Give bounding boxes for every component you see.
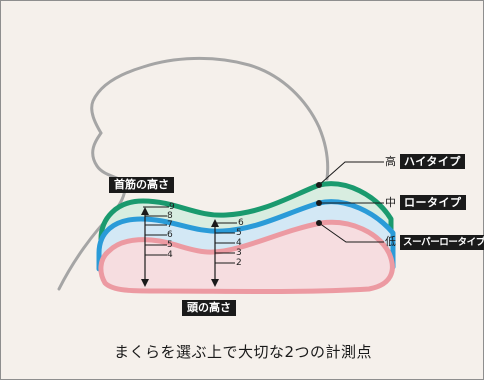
head-scale-6: 6 bbox=[238, 218, 244, 228]
callout-dot-mid bbox=[316, 200, 322, 206]
level-high-type: ハイタイプ bbox=[400, 154, 465, 169]
level-mid-type: ロータイプ bbox=[400, 195, 466, 210]
head-scale-3: 3 bbox=[236, 248, 242, 258]
neck-scale-7: 7 bbox=[167, 220, 173, 230]
neck-scale-9: 9 bbox=[169, 202, 175, 212]
level-high-text: 高 bbox=[385, 155, 396, 168]
neck-scale-5: 5 bbox=[167, 240, 173, 250]
callout-lines bbox=[318, 161, 384, 243]
neck-scale-6: 6 bbox=[167, 230, 173, 240]
head-scale-5: 5 bbox=[236, 228, 242, 238]
level-low-text: 低 bbox=[385, 235, 396, 248]
head-scale-2: 2 bbox=[236, 258, 242, 268]
neck-measure-arrow bbox=[141, 206, 169, 287]
caption: まくらを選ぶ上で大切な2つの計測点 bbox=[113, 343, 373, 361]
pillow-low-layer bbox=[98, 219, 395, 294]
level-low-type: スーパーロータイプ bbox=[400, 235, 484, 250]
level-mid-text: 中 bbox=[385, 196, 396, 209]
neck-scale-8: 8 bbox=[167, 211, 173, 221]
neck-height-label: 首筋の高さ bbox=[109, 177, 174, 193]
callout-dot-high bbox=[316, 182, 322, 188]
head-scale-4: 4 bbox=[236, 238, 242, 248]
head-height-label: 頭の高さ bbox=[182, 300, 236, 316]
callout-dot-low bbox=[316, 220, 322, 226]
neck-scale-4: 4 bbox=[167, 250, 173, 260]
head-measure-arrow bbox=[211, 219, 237, 287]
head-silhouette bbox=[57, 56, 330, 291]
